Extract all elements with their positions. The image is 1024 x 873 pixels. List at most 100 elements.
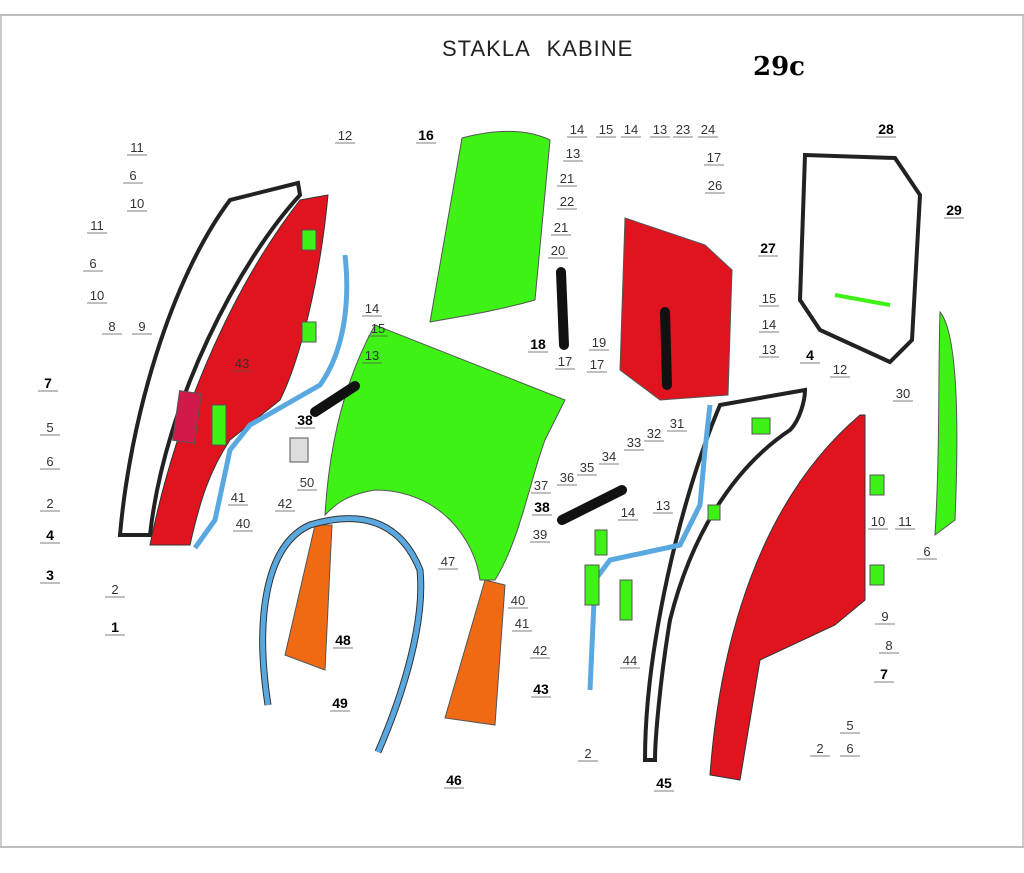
- side-window-frame: [797, 152, 923, 365]
- page-code: 29c: [753, 52, 806, 82]
- callout-number: 1: [111, 619, 119, 635]
- callout-number: 13: [762, 342, 776, 357]
- hinge: [594, 529, 608, 556]
- callout-number: 6: [46, 454, 53, 469]
- callout-number: 23: [676, 122, 690, 137]
- left-border: [0, 16, 2, 846]
- hinge: [619, 579, 633, 621]
- callout-number: 5: [46, 420, 53, 435]
- callout-number: 16: [418, 127, 434, 143]
- callout-number: 6: [923, 544, 930, 559]
- callout-number: 13: [365, 348, 379, 363]
- callout-number: 28: [878, 121, 894, 137]
- left-seal-strip: [192, 254, 350, 550]
- callout-number: 40: [511, 593, 525, 608]
- callout-number: 9: [138, 319, 145, 334]
- callout-number: 15: [599, 122, 613, 137]
- callout-number: 13: [653, 122, 667, 137]
- gas-strut: [660, 307, 672, 390]
- callout-number: 40: [236, 516, 250, 531]
- callout-number: 6: [89, 256, 96, 271]
- callout-number: 17: [707, 150, 721, 165]
- lower-left-glass: [284, 524, 333, 671]
- lower-front-glass: [444, 579, 506, 726]
- callout-number: 42: [533, 643, 547, 658]
- callout-number: 36: [560, 470, 574, 485]
- callout-number: 43: [235, 356, 249, 371]
- page-title: STAKLA KABINE: [442, 36, 634, 61]
- callout-number: 14: [621, 505, 635, 520]
- callout-number: 26: [708, 178, 722, 193]
- side-window-latch: [834, 293, 891, 307]
- callout-number: 20: [551, 243, 565, 258]
- callout-number: 21: [560, 171, 574, 186]
- top-border: [0, 0, 1024, 16]
- callout-number: 17: [590, 357, 604, 372]
- callout-number: 18: [530, 336, 546, 352]
- callout-number: 14: [624, 122, 638, 137]
- callout-number: 3: [46, 567, 54, 583]
- gas-strut: [556, 267, 569, 350]
- callout-number: 11: [898, 514, 912, 529]
- callout-number: 7: [44, 375, 52, 391]
- callout-number: 49: [332, 695, 348, 711]
- callout-number: 38: [534, 499, 550, 515]
- windshield-seal-inner: [260, 516, 424, 753]
- rear-window-glass: [619, 217, 733, 401]
- callout-number: 19: [592, 335, 606, 350]
- callout-number: 41: [231, 490, 245, 505]
- bottom-border: [0, 846, 1024, 873]
- callout-number: 2: [111, 582, 118, 597]
- hinge: [301, 229, 317, 251]
- callout-number: 14: [570, 122, 584, 137]
- callout-number: 21: [554, 220, 568, 235]
- callout-number: 44: [623, 653, 637, 668]
- windshield-glass: [324, 324, 566, 581]
- callout-number: 2: [46, 496, 53, 511]
- callout-number: 22: [560, 194, 574, 209]
- callout-number: 14: [365, 301, 379, 316]
- left-handle-plate: [172, 390, 202, 444]
- callout-number: 12: [338, 128, 352, 143]
- callout-number: 4: [46, 527, 54, 543]
- hinge: [289, 437, 309, 463]
- callout-number: 17: [558, 354, 572, 369]
- callout-number: 24: [701, 122, 715, 137]
- callout-number: 11: [130, 140, 144, 155]
- callout-number: 6: [129, 168, 136, 183]
- callout-number: 30: [896, 386, 910, 401]
- callout-number: 5: [846, 718, 853, 733]
- callout-number: 29: [946, 202, 962, 218]
- callout-number: 32: [647, 426, 661, 441]
- hinge: [869, 474, 885, 496]
- callout-number: 14: [762, 317, 776, 332]
- callout-number: 9: [881, 609, 888, 624]
- callout-number: 12: [833, 362, 847, 377]
- callout-number: 27: [760, 240, 776, 256]
- hinge: [584, 564, 600, 606]
- hinge: [869, 564, 885, 586]
- hinge: [751, 417, 771, 435]
- callout-number: 37: [534, 478, 548, 493]
- callout-number: 15: [371, 321, 385, 336]
- callout-number: 8: [108, 319, 115, 334]
- callout-number: 13: [656, 498, 670, 513]
- callout-number: 41: [515, 616, 529, 631]
- gas-strut: [557, 485, 627, 525]
- callout-number: 33: [627, 435, 641, 450]
- callout-number: 8: [885, 638, 892, 653]
- hinge: [211, 404, 227, 446]
- callout-number: 2: [816, 741, 823, 756]
- callout-number: 31: [670, 416, 684, 431]
- gas-strut: [310, 381, 360, 417]
- callout-number: 50: [300, 475, 314, 490]
- right-border: [1022, 16, 1024, 846]
- roof-glass: [429, 131, 551, 323]
- callout-number: 48: [335, 632, 351, 648]
- callout-number: 11: [90, 218, 104, 233]
- callout-number: 43: [533, 681, 549, 697]
- callout-number: 4: [806, 347, 814, 363]
- callout-number: 10: [90, 288, 104, 303]
- callout-number: 15: [762, 291, 776, 306]
